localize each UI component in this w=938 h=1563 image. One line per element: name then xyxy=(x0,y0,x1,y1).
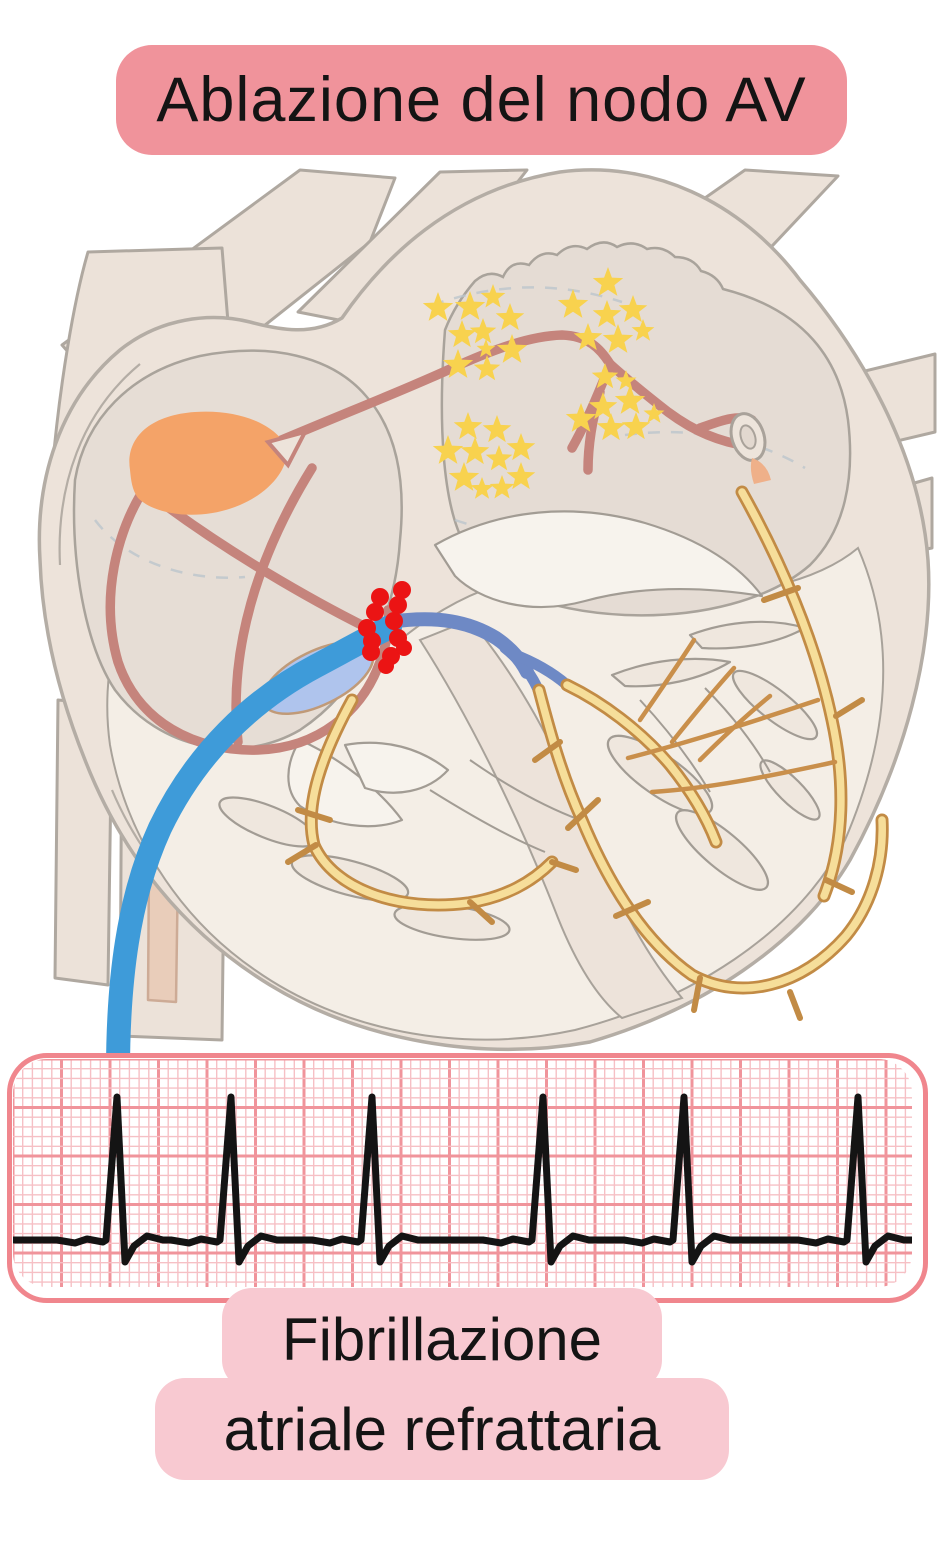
fibrillation-star-icon xyxy=(592,267,624,296)
purkinje-network xyxy=(285,485,889,1021)
fibrillation-star-icon xyxy=(496,334,528,363)
vessel-ring xyxy=(729,412,767,462)
fibrillation-star-icon xyxy=(476,339,496,358)
fibrillation-star-icon xyxy=(621,412,651,440)
title-banner: Ablazione del nodo AV xyxy=(116,45,847,155)
title-text: Ablazione del nodo AV xyxy=(156,65,807,135)
fibrillation-stars xyxy=(422,267,665,499)
fibrillation-star-icon xyxy=(618,295,648,323)
fibrillation-star-icon xyxy=(482,415,512,443)
fibrillation-star-icon xyxy=(469,318,497,344)
fibrillation-star-icon xyxy=(453,412,483,440)
fibrillation-star-icon xyxy=(495,303,525,331)
fibrillation-star-icon xyxy=(480,284,506,308)
fibrillation-star-icon xyxy=(596,413,626,441)
ablation-dot xyxy=(389,596,407,614)
fibrillation-star-icon xyxy=(506,433,536,461)
caption-line-2: atriale refrattaria xyxy=(155,1378,729,1480)
internodal-chord-2 xyxy=(231,463,317,747)
fibrillation-star-icon xyxy=(442,349,474,378)
fibrillation-star-icon xyxy=(614,385,646,414)
fibrillation-star-icon xyxy=(631,319,655,341)
caption-text-1: Fibrillazione xyxy=(281,1305,603,1373)
fibrillation-star-icon xyxy=(485,445,513,471)
fibrillation-star-icon xyxy=(602,324,634,353)
fibrillation-star-icon xyxy=(506,462,536,490)
fibrillation-star-icon xyxy=(643,403,665,423)
ablation-dot xyxy=(371,588,389,606)
fibrillation-star-icon xyxy=(588,392,618,420)
fibrillation-star-icon xyxy=(422,292,454,321)
fibrillation-star-icon xyxy=(432,435,464,464)
fibrillation-star-icon xyxy=(448,462,480,491)
ablation-catheter xyxy=(106,615,402,1084)
sa-node xyxy=(129,411,287,515)
ablation-dot xyxy=(362,643,380,661)
fibrillation-star-icon xyxy=(454,291,486,320)
vessel-ring-wedge xyxy=(750,458,771,484)
ablation-lesion-dots xyxy=(358,581,412,674)
fibrillation-star-icon xyxy=(591,363,619,389)
ablation-dot xyxy=(378,658,394,674)
fibrillation-star-icon xyxy=(592,300,622,328)
fibrillation-star-icon xyxy=(460,437,490,465)
fibrillation-star-icon xyxy=(473,355,501,381)
ablation-dot xyxy=(396,640,412,656)
ecg-strip xyxy=(7,1053,928,1303)
caption-line-1: Fibrillazione xyxy=(222,1288,662,1390)
fibrillation-star-icon xyxy=(557,289,589,318)
fibrillation-star-icon xyxy=(470,477,494,499)
caption-text-2: atriale refrattaria xyxy=(223,1395,661,1463)
ablation-dot xyxy=(393,581,411,599)
ablation-dot xyxy=(366,603,384,621)
bachmann-branch-left2 xyxy=(583,387,605,475)
ablation-dot xyxy=(385,612,403,630)
fibrillation-star-icon xyxy=(447,320,477,348)
fibrillation-star-icon xyxy=(565,403,597,432)
fibrillation-star-icon xyxy=(573,323,603,351)
fibrillation-star-icon xyxy=(489,475,515,499)
sa-node-notch xyxy=(264,428,309,469)
fibrillation-star-icon xyxy=(615,370,637,390)
